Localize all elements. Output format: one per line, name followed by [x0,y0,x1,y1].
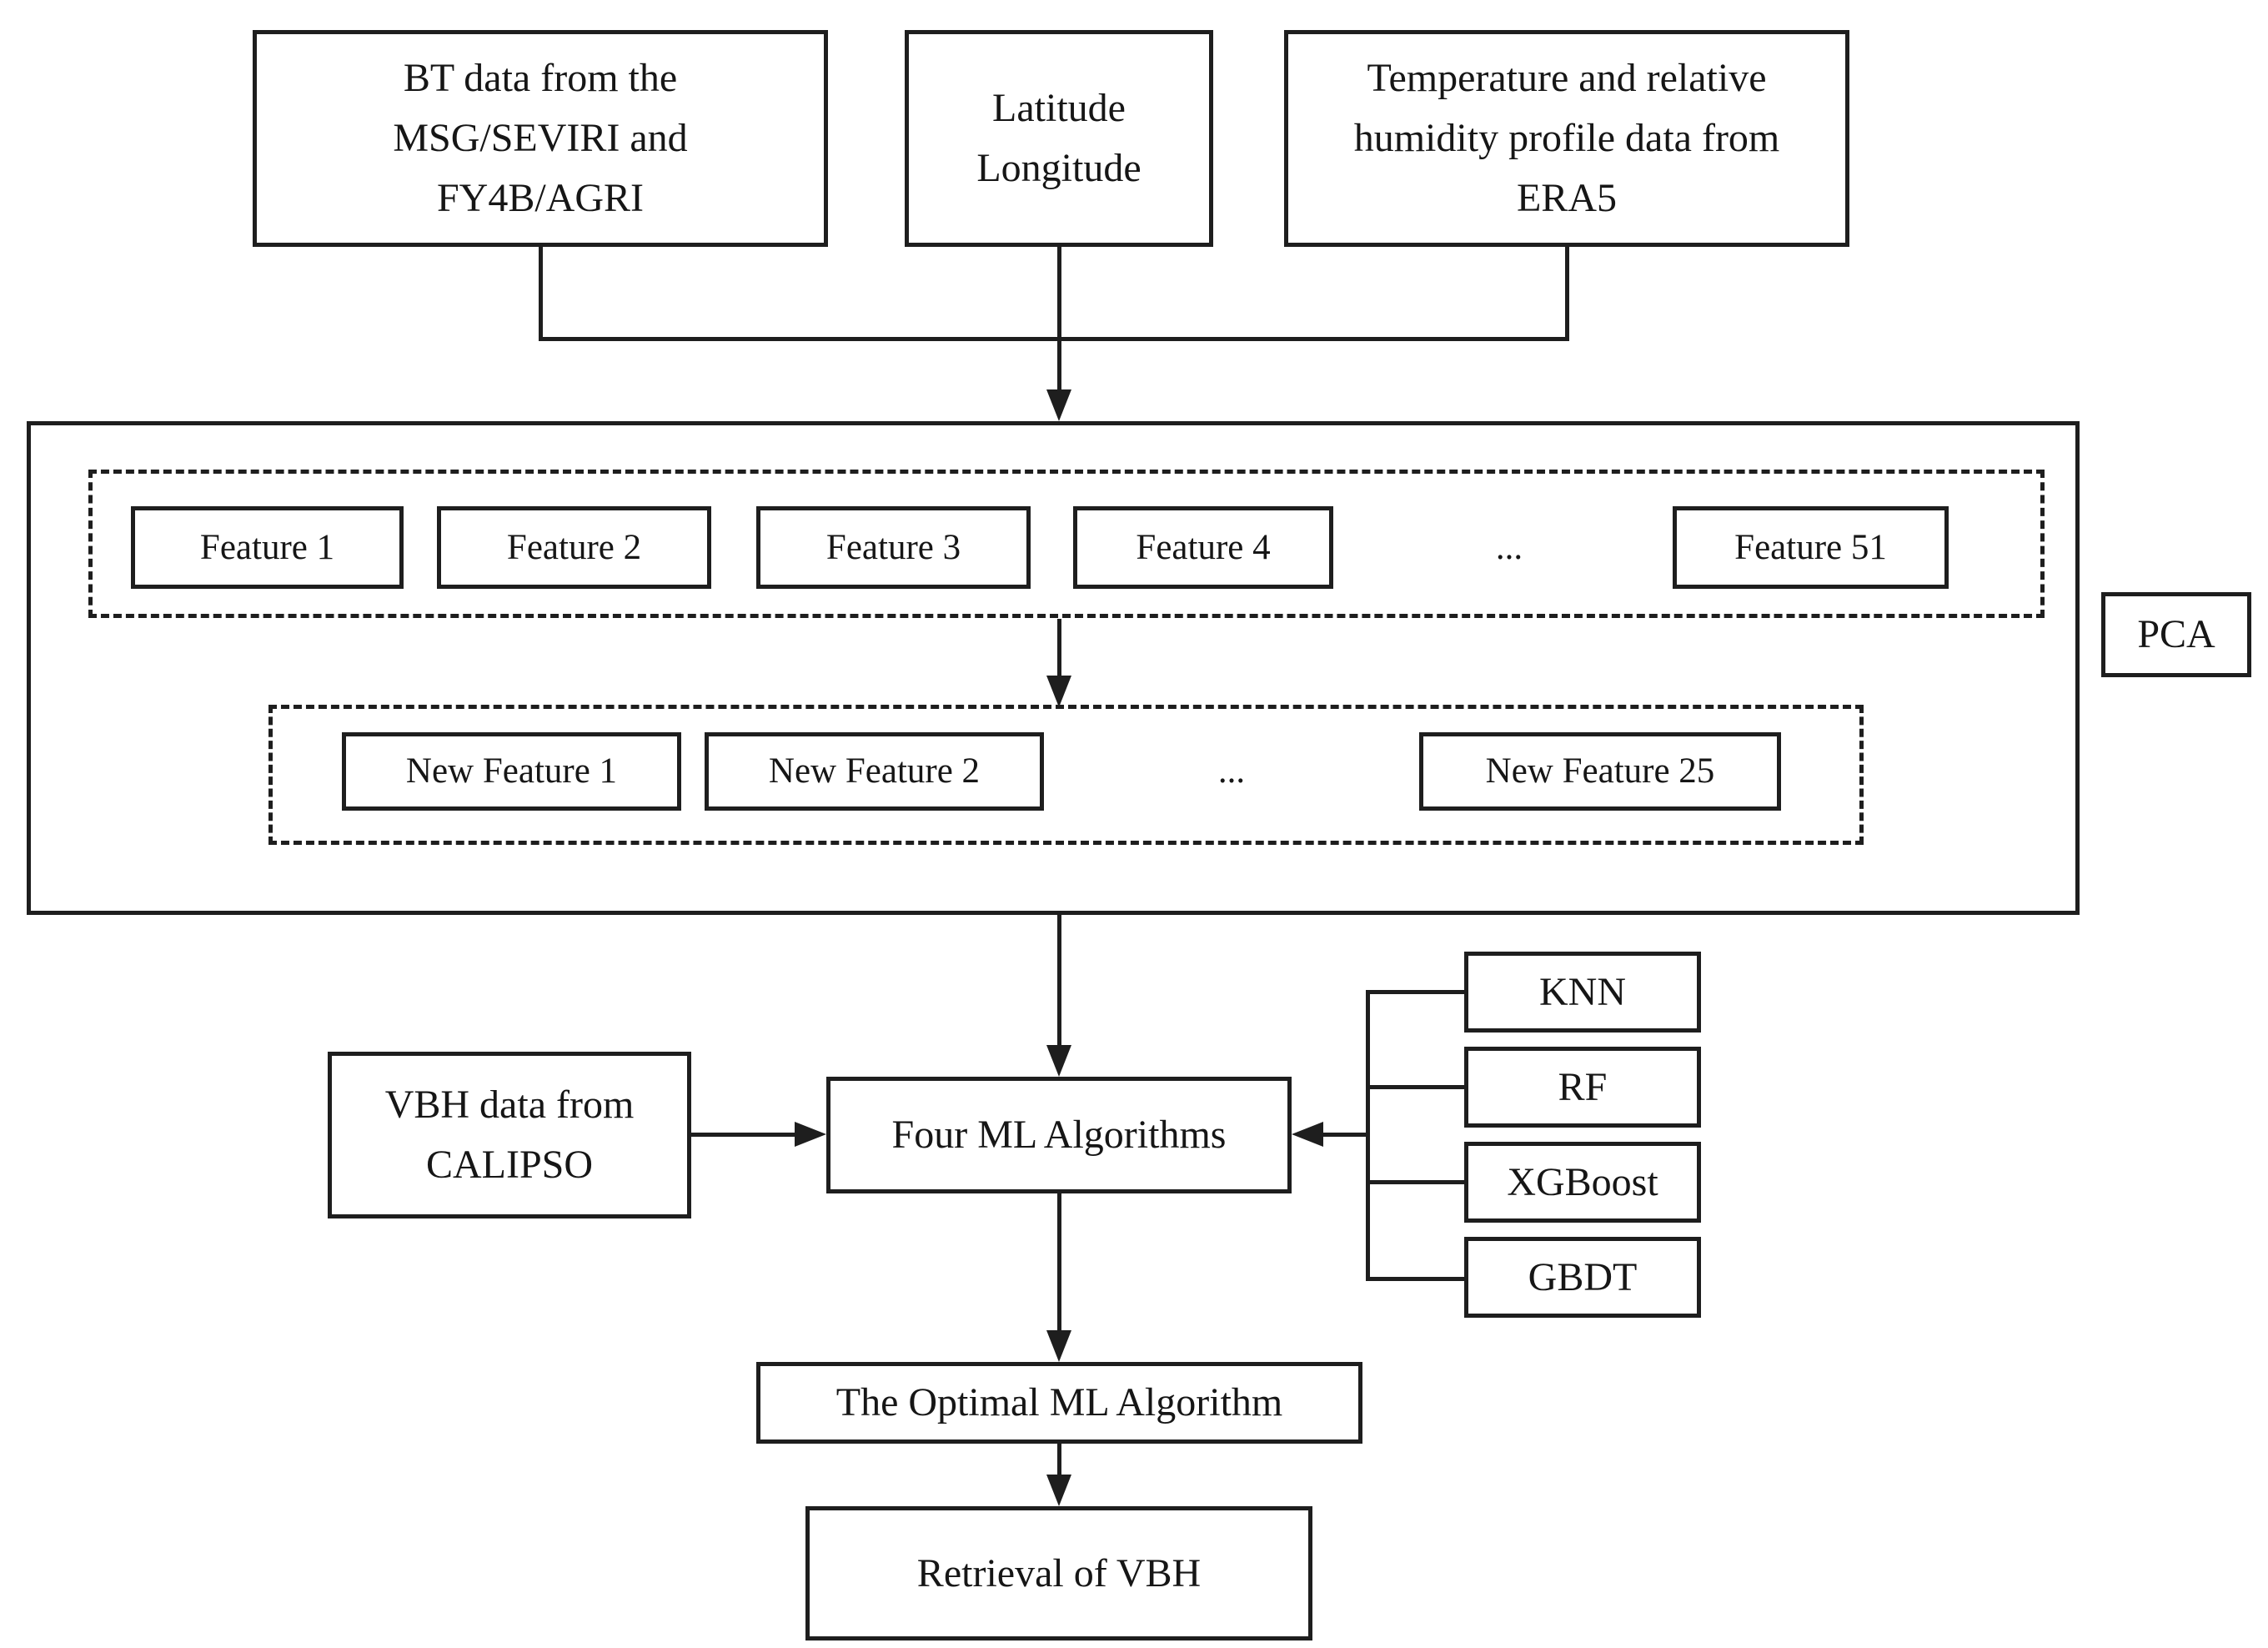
bracket-stub-knn [1366,990,1464,994]
node-era5-data: Temperature and relative humidity profil… [1284,30,1849,247]
arrowhead-algorithms-into-four-ml-icon [1292,1122,1323,1147]
node-retrieval-of-vbh: Retrieval of VBH [805,1506,1312,1640]
node-bt-data: BT data from the MSG/SEVIRI and FY4B/AGR… [253,30,828,247]
node-gbdt: GBDT [1464,1237,1701,1318]
node-knn: KNN [1464,952,1701,1033]
node-feature-2: Feature 2 [437,506,711,589]
arrowhead-into-retrieval-icon [1046,1475,1071,1506]
connector-optimal-down [1057,1444,1061,1477]
bracket-stub-xgboost [1366,1180,1464,1184]
connector-pca-box-down [1057,915,1061,1047]
connector-era5-down [1565,247,1569,340]
arrowhead-into-optimal-icon [1046,1330,1071,1362]
node-rf: RF [1464,1047,1701,1128]
new-feature-ellipsis: ... [1217,751,1246,791]
node-four-ml-algorithms: Four ML Algorithms [826,1077,1292,1193]
node-feature-1: Feature 1 [131,506,404,589]
bracket-stub-rf [1366,1085,1464,1089]
node-feature-4: Feature 4 [1073,506,1333,589]
connector-four-ml-down [1057,1193,1061,1332]
node-vbh-calipso: VBH data from CALIPSO [328,1052,691,1218]
node-feature-3: Feature 3 [756,506,1031,589]
arrowhead-vbh-into-four-ml-icon [795,1122,826,1147]
feature-ellipsis: ... [1495,527,1523,567]
connector-center-down [1057,247,1061,399]
connector-merge-horizontal [539,337,1569,341]
arrowhead-into-four-ml-icon [1046,1045,1071,1077]
connector-vbh-right [691,1133,800,1137]
arrowhead-into-new-features-icon [1046,676,1071,707]
node-lat-lon: Latitude Longitude [905,30,1213,247]
node-pca-label: PCA [2101,592,2251,677]
connector-bracket-left [1320,1133,1368,1137]
connector-bt-down [539,247,543,340]
node-new-feature-25: New Feature 25 [1419,732,1781,811]
node-feature-51: Feature 51 [1673,506,1949,589]
node-xgboost: XGBoost [1464,1142,1701,1223]
node-optimal-ml-algorithm: The Optimal ML Algorithm [756,1362,1362,1444]
connector-features-down [1057,619,1061,679]
pca-processing-outer-box [27,421,2080,915]
arrowhead-into-pca-box-icon [1046,389,1071,421]
features-dashed-container [88,470,2045,618]
new-features-dashed-container [268,705,1864,845]
bracket-stub-gbdt [1366,1277,1464,1281]
node-new-feature-1: New Feature 1 [342,732,681,811]
node-new-feature-2: New Feature 2 [705,732,1044,811]
